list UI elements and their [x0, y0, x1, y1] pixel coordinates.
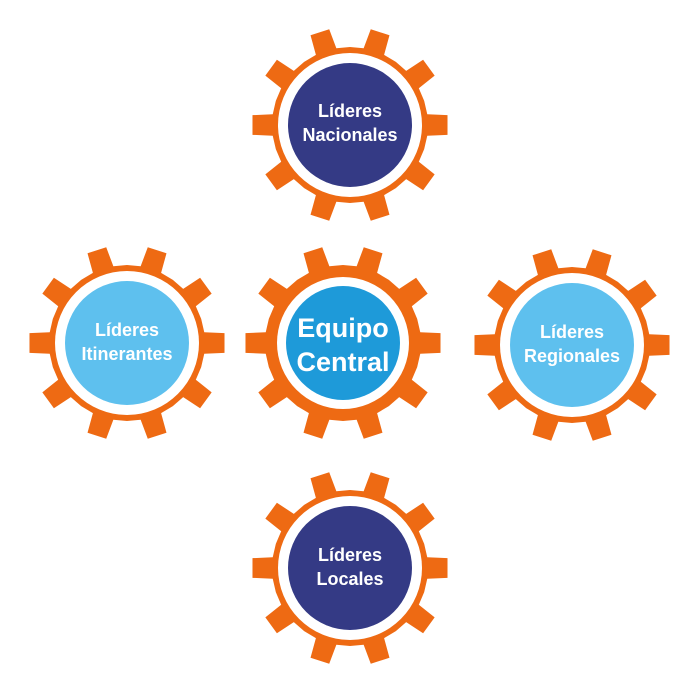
gear-locales: Líderes Locales — [252, 472, 448, 664]
gear-label-line1: Líderes — [540, 322, 604, 342]
gear-label-line2: Itinerantes — [81, 344, 172, 364]
gear-center-circle — [510, 283, 634, 407]
gear-central: Equipo Central — [245, 247, 441, 439]
gear-center-circle — [286, 286, 400, 400]
gear-nacionales: Líderes Nacionales — [252, 29, 448, 221]
gear-label-line2: Regionales — [524, 346, 620, 366]
gear-label-line1: Líderes — [318, 545, 382, 565]
gear-center-circle — [288, 63, 412, 187]
gear-center-circle — [65, 281, 189, 405]
gear-label-line1: Líderes — [318, 101, 382, 121]
gear-label-line2: Central — [296, 347, 389, 377]
gear-label-line2: Locales — [316, 569, 383, 589]
gear-itinerantes: Líderes Itinerantes — [29, 247, 225, 439]
gear-center-circle — [288, 506, 412, 630]
gear-label-line1: Equipo — [297, 313, 388, 343]
gear-label-line1: Líderes — [95, 320, 159, 340]
gear-label-line2: Nacionales — [302, 125, 397, 145]
gear-regionales: Líderes Regionales — [474, 249, 670, 441]
